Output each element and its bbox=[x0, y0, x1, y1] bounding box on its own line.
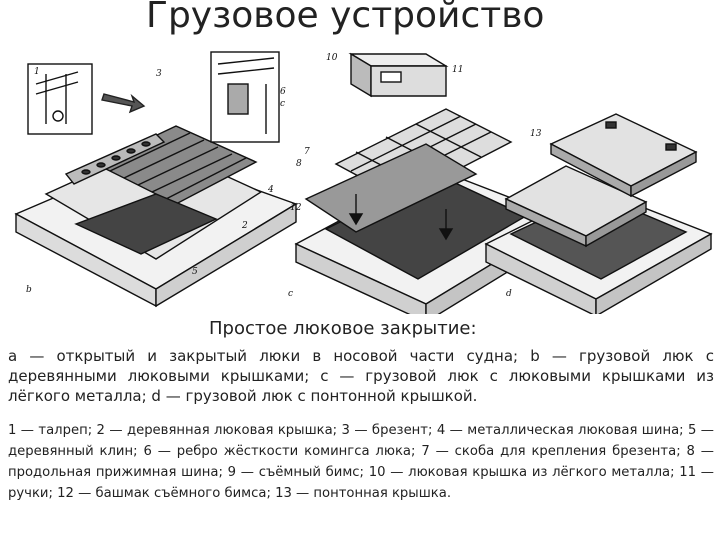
hatch-cover-illustration: b c d 1 3 6 с 7 8 4 2 5 10 11 12 13 bbox=[6, 44, 720, 314]
part-number-c: с bbox=[280, 99, 285, 109]
part-number-7: 7 bbox=[304, 147, 310, 157]
page-title: Грузовое устройство bbox=[146, 0, 545, 36]
panel-b-drawing bbox=[14, 51, 298, 308]
panel-d-drawing bbox=[484, 113, 713, 314]
part-number-11: 11 bbox=[452, 65, 463, 75]
technical-drawing: b c d 1 3 6 с 7 8 4 2 5 10 11 12 13 bbox=[14, 51, 713, 314]
part-number-12: 12 bbox=[290, 203, 302, 213]
part-number-10: 10 bbox=[326, 53, 338, 63]
part-number-1: 1 bbox=[34, 67, 40, 77]
part-number-8: 8 bbox=[296, 159, 302, 169]
part-number-13: 13 bbox=[530, 129, 542, 139]
parts-legend: 1 — талреп; 2 — деревянная люковая крышк… bbox=[8, 423, 714, 501]
figure-description: а — открытый и закрытый люки в носовой ч… bbox=[8, 347, 714, 405]
panel-label-c: c bbox=[288, 289, 293, 299]
part-number-2: 2 bbox=[241, 221, 248, 231]
figure-caption-heading: Простое люковое закрытие: bbox=[209, 318, 477, 339]
part-number-6: 6 bbox=[280, 87, 286, 97]
part-number-5: 5 bbox=[192, 267, 198, 277]
part-number-3: 3 bbox=[156, 69, 162, 79]
panel-label-d: d bbox=[506, 289, 512, 299]
panel-label-b: b bbox=[26, 285, 32, 295]
part-number-4: 4 bbox=[267, 185, 274, 195]
